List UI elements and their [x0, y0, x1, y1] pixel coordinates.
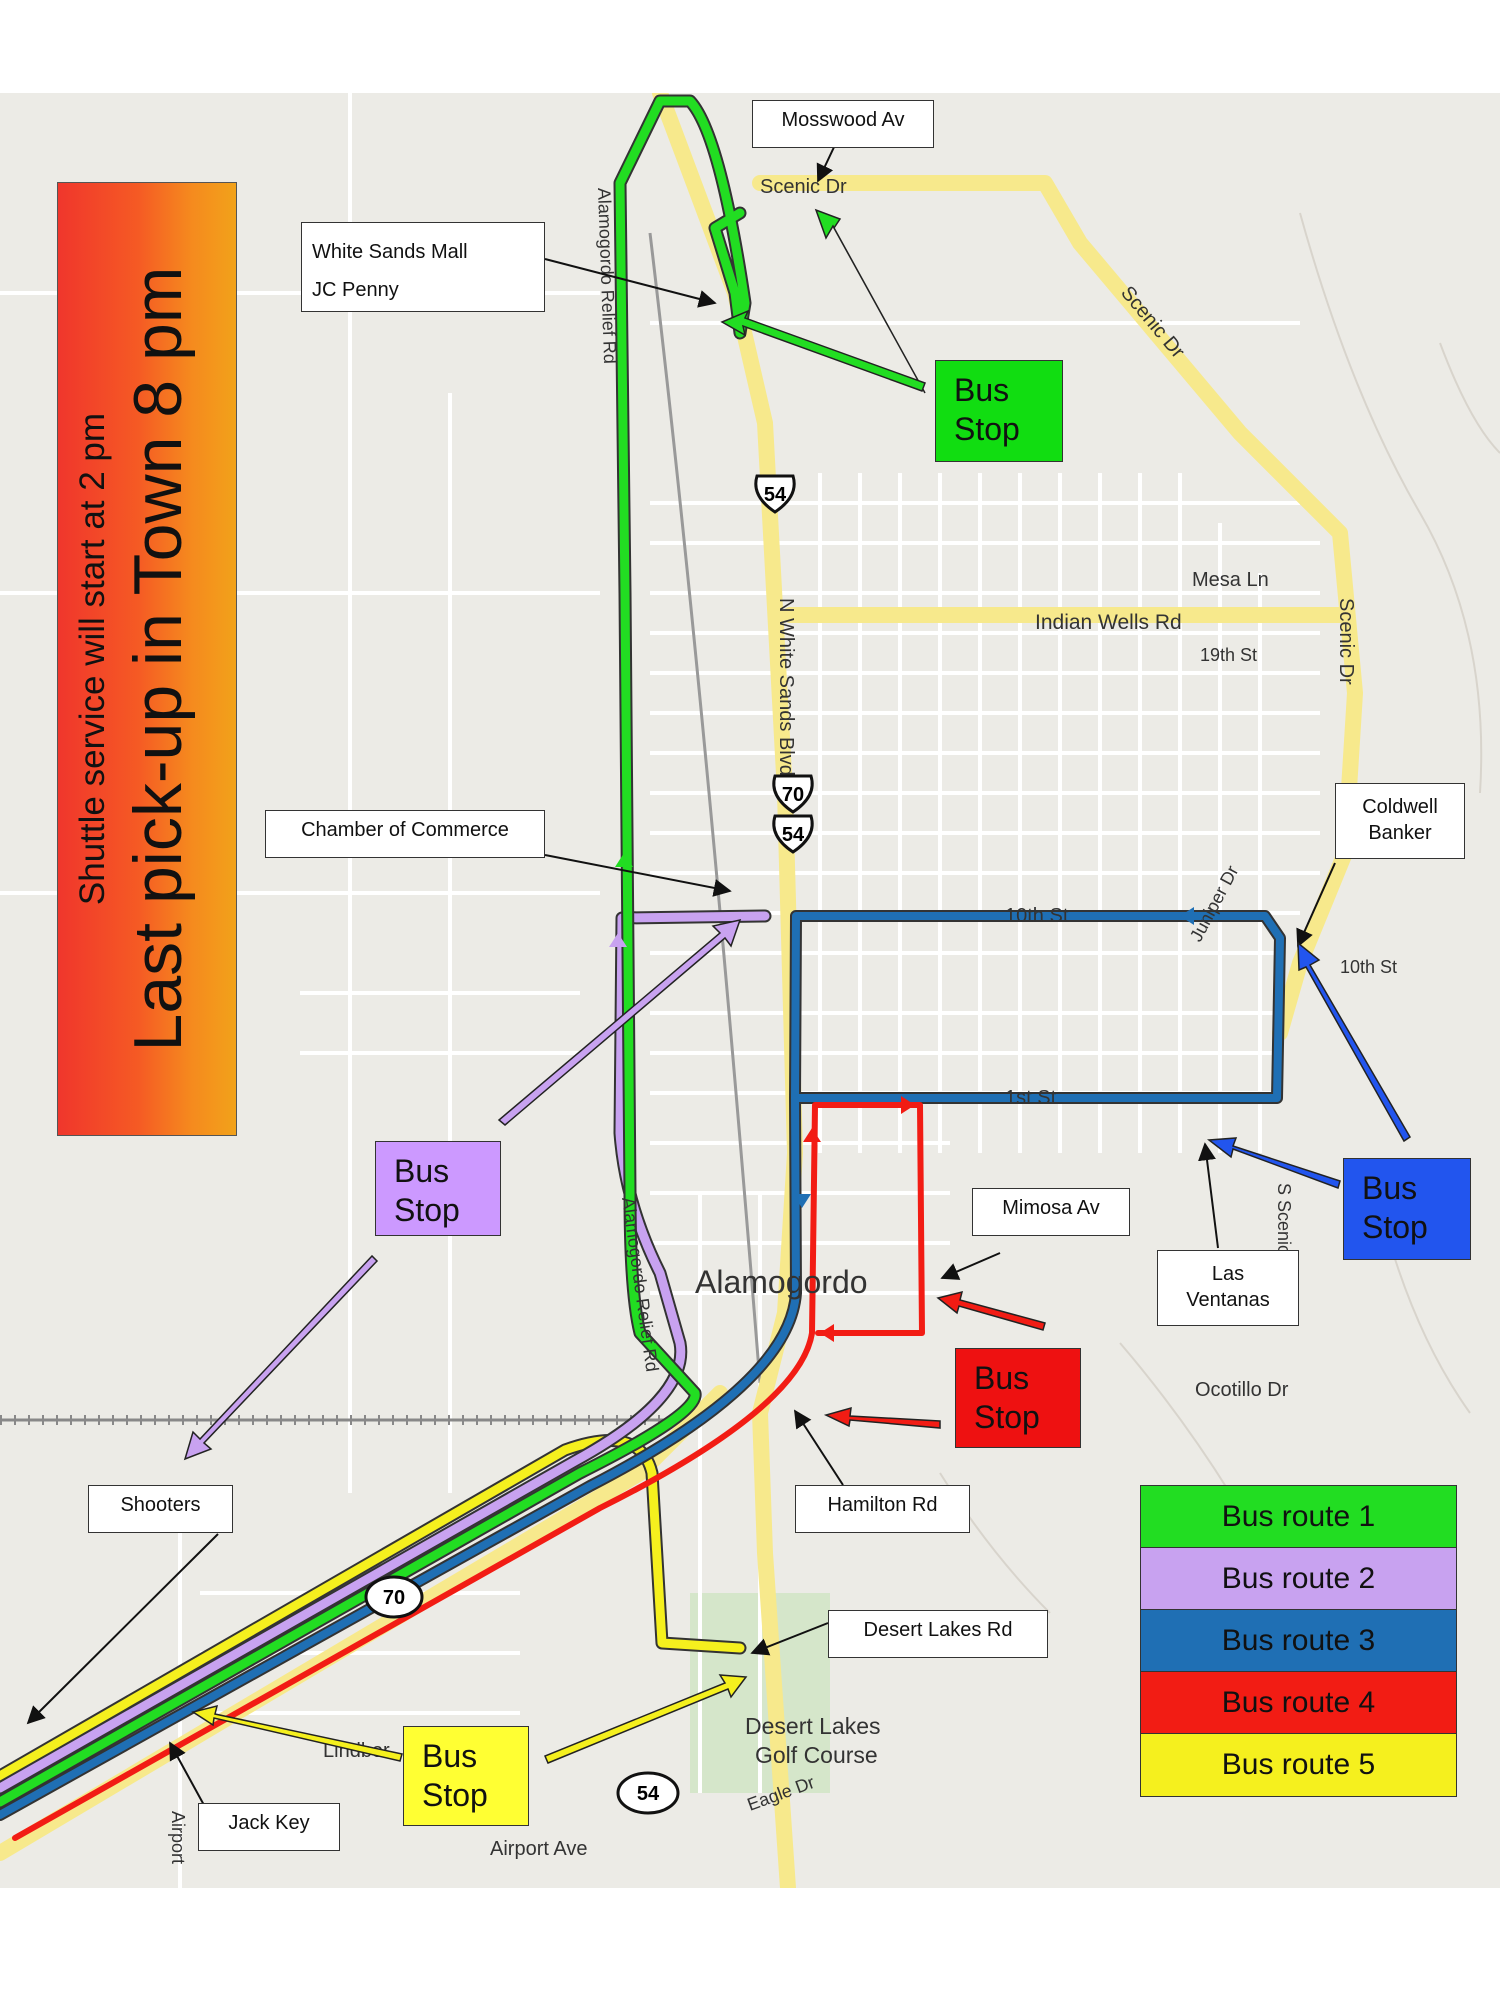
callout-jack-key: Jack Key	[198, 1803, 340, 1851]
bus-stop-green-line2: Stop	[954, 411, 1020, 448]
bus-stop-yellow: Bus Stop	[403, 1726, 529, 1826]
red-stop-arrow-to-mimosa	[936, 1290, 1046, 1331]
bus-stop-purple: Bus Stop	[375, 1141, 501, 1236]
highway-70-shield-south: 70	[364, 1575, 424, 1619]
yellow-stop-arrow-to-jack-key	[191, 1704, 403, 1762]
hwy-54-label: 54	[764, 484, 787, 506]
bus-route-4-path	[12, 1102, 925, 1841]
green-stop-arrow-to-mosswood	[814, 208, 926, 394]
green-stop-arrow-to-mall	[720, 309, 926, 392]
callout-las-text-1: Las	[1211, 1263, 1245, 1285]
bus-stop-blue-line1: Bus	[1362, 1170, 1418, 1206]
bus-stop-red-line1: Bus	[974, 1360, 1030, 1396]
callout-hamilton-rd: Hamilton Rd	[795, 1485, 970, 1533]
route-direction-arrows	[609, 853, 1194, 1342]
bus-stop-yellow-line2: Stop	[422, 1777, 488, 1814]
callout-mimosa-text: Mimosa Av	[1002, 1197, 1100, 1219]
callout-las-ventanas: Las Ventanas	[1157, 1250, 1299, 1326]
bus-stop-red-line2: Stop	[974, 1399, 1040, 1436]
banner-start-time-text: Shuttle service will start at 2 pm	[73, 412, 112, 906]
bus-stop-yellow-line1: Bus	[422, 1738, 478, 1774]
bus-route-1-path	[0, 94, 752, 1809]
callout-chamber-text: Chamber of Commerce	[301, 819, 509, 841]
blue-stop-arrow-to-las-ventanas	[1206, 1137, 1341, 1189]
callout-jack-key-text: Jack Key	[228, 1812, 310, 1834]
map-label-10th-st: 10th St	[1005, 905, 1069, 927]
callout-pointers	[26, 144, 1336, 1839]
callout-hamilton-text: Hamilton Rd	[827, 1494, 938, 1516]
map-label-ocotillo-dr: Ocotillo Dr	[1195, 1379, 1289, 1401]
legend-route-1: Bus route 1	[1141, 1486, 1456, 1548]
bus-stop-blue-line2: Stop	[1362, 1209, 1428, 1246]
map-label-s-scenic: S Scenic	[1274, 1183, 1294, 1254]
map-label-scenic-dr-vertical: Scenic Dr	[1335, 598, 1357, 685]
callout-mosswood-av: Mosswood Av	[752, 100, 934, 148]
stop-arrows	[183, 208, 1412, 1764]
callout-coldwell-banker: Coldwell Banker	[1335, 783, 1465, 859]
map-label-10th-st-east: 10th St	[1340, 957, 1397, 977]
map-label-n-white-sands-blvd: N White Sands Blvd	[775, 598, 797, 776]
bus-stop-purple-line1: Bus	[394, 1153, 450, 1189]
callout-white-sands-mall: White Sands Mall JC Penny	[301, 222, 545, 312]
bus-route-3-path	[0, 910, 1286, 1821]
hwy-54-label: 54	[637, 1783, 660, 1805]
purple-stop-arrow-to-shooters	[183, 1254, 379, 1461]
blue-stop-arrow-to-coldwell	[1297, 941, 1412, 1143]
railroad	[0, 232, 762, 1425]
callout-desert-lakes-text: Desert Lakes Rd	[863, 1619, 1013, 1641]
callout-desert-lakes-rd: Desert Lakes Rd	[828, 1610, 1048, 1658]
callout-mall-text-2: JC Penny	[312, 279, 399, 301]
hwy-54-label: 54	[782, 824, 805, 846]
map-label-mesa-ln: Mesa Ln	[1192, 569, 1269, 591]
bus-stop-red: Bus Stop	[955, 1348, 1081, 1448]
callout-chamber-of-commerce: Chamber of Commerce	[265, 810, 545, 858]
bus-stop-purple-line2: Stop	[394, 1192, 460, 1229]
service-hours-banner: Shuttle service will start at 2 pm Last …	[57, 182, 237, 1136]
callout-mimosa-av: Mimosa Av	[972, 1188, 1130, 1236]
legend-route-4: Bus route 4	[1141, 1672, 1456, 1734]
hwy-70-label: 70	[383, 1587, 405, 1609]
highway-54-shield-middle: 54	[772, 814, 814, 854]
legend-route-5: Bus route 5	[1141, 1734, 1456, 1796]
callout-coldwell-text-2: Banker	[1368, 822, 1432, 844]
map-label-scenic-dr-top: Scenic Dr	[760, 176, 847, 198]
bus-stop-green: Bus Stop	[935, 360, 1063, 462]
callout-mall-text-1: White Sands Mall	[312, 241, 468, 263]
bus-stop-blue: Bus Stop	[1343, 1158, 1471, 1260]
highway-54-shield-north: 54	[754, 474, 796, 514]
hwy-70-label: 70	[782, 784, 804, 806]
map-label-airport-ave: Airport Ave	[490, 1838, 587, 1860]
map-label-1st-st: 1st St	[1005, 1087, 1057, 1109]
map-label-alamogordo: Alamogordo	[695, 1264, 868, 1300]
highway-70-shield: 70	[772, 774, 814, 814]
route-legend: Bus route 1 Bus route 2 Bus route 3 Bus …	[1140, 1485, 1457, 1797]
callout-shooters: Shooters	[88, 1485, 233, 1533]
route-map: 54 70 54 70 54 Scenic Dr Scenic Dr Sceni…	[0, 93, 1500, 1888]
callout-shooters-text: Shooters	[120, 1494, 201, 1516]
map-label-airport: Airport	[168, 1811, 188, 1864]
callout-las-text-2: Ventanas	[1186, 1289, 1270, 1311]
legend-route-2: Bus route 2	[1141, 1548, 1456, 1610]
map-label-19th-st: 19th St	[1200, 645, 1257, 665]
highway-54-shield-south: 54	[616, 1771, 680, 1815]
bus-stop-green-line1: Bus	[954, 372, 1010, 408]
legend-route-3: Bus route 3	[1141, 1610, 1456, 1672]
banner-last-pickup-text: Last pick-up in Town 8 pm	[120, 266, 196, 1052]
map-label-desert-lakes-golf-2: Golf Course	[755, 1742, 878, 1768]
red-stop-arrow-to-hamilton	[823, 1406, 941, 1429]
map-label-indian-wells-rd: Indian Wells Rd	[1035, 611, 1182, 634]
callout-mosswood-text: Mosswood Av	[781, 109, 905, 131]
map-label-desert-lakes-golf-1: Desert Lakes	[745, 1713, 881, 1739]
purple-stop-arrow-to-chamber	[497, 918, 742, 1126]
yellow-stop-arrow-to-desert-lakes	[544, 1674, 748, 1764]
callout-coldwell-text-1: Coldwell	[1362, 796, 1438, 818]
